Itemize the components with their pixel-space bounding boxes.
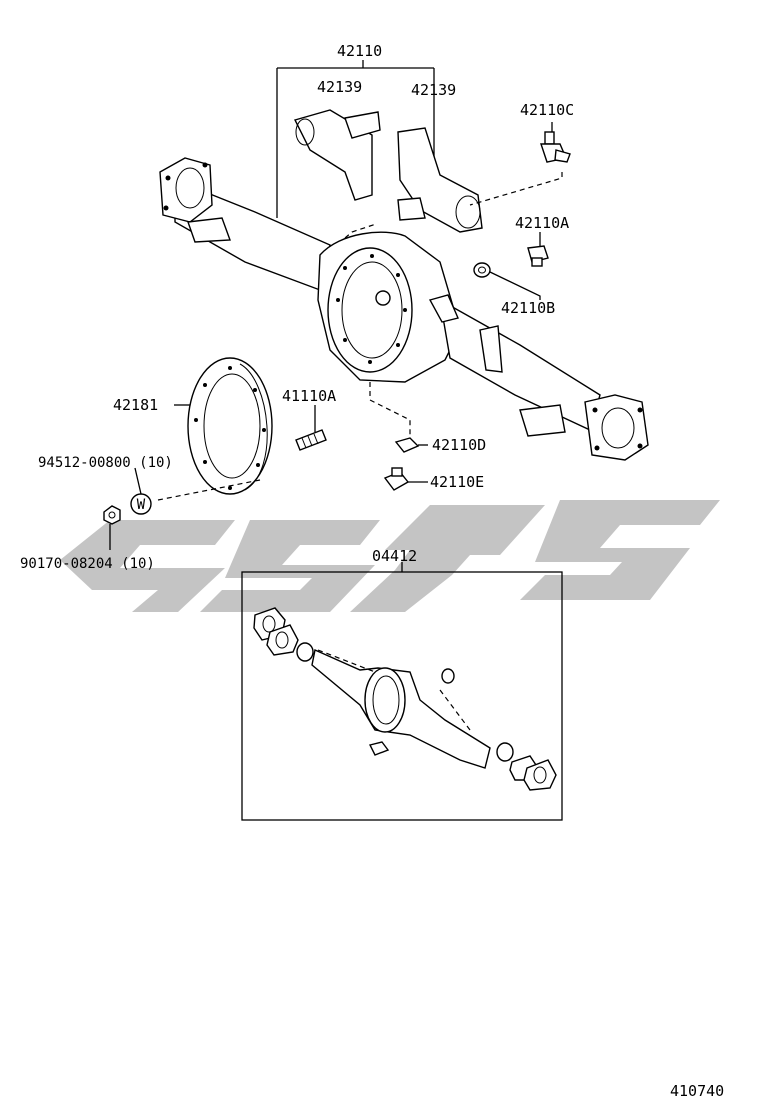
bracket-42139-left [293,109,381,201]
label-42110: 42110 [337,42,382,60]
label-42110A: 42110A [515,214,569,232]
label-41110A: 41110A [282,387,336,405]
bracket-42139-right [397,127,483,233]
breather-42110C [540,122,571,163]
gasket-42181 [174,357,273,495]
gasket-42110B [473,262,541,300]
label-04412: 04412 [372,547,417,565]
stud-41110A [295,405,327,451]
label-42139-left: 42139 [317,78,362,96]
dashed-leaders [157,172,563,501]
washer-94512: W [130,467,152,515]
label-42110E: 42110E [430,473,484,491]
label-42110C: 42110C [520,101,574,119]
label-42181: 42181 [113,396,158,414]
label-42110B: 42110B [501,299,555,317]
watermark-logo [60,500,720,612]
label-94512: 94512-00800 (10) [38,455,173,471]
label-42110D: 42110D [432,436,486,454]
washer-letter: W [137,497,146,513]
label-42139-right: 42139 [411,81,456,99]
figure-number: 410740 [670,1082,724,1100]
nut-90170 [103,505,121,550]
axle-housing [159,157,649,461]
plug-42110A [527,232,549,267]
label-90170: 90170-08204 (10) [20,556,155,572]
kit-box-04412 [241,562,563,821]
plug-42110E [383,467,428,491]
seal-42110D [394,437,428,453]
